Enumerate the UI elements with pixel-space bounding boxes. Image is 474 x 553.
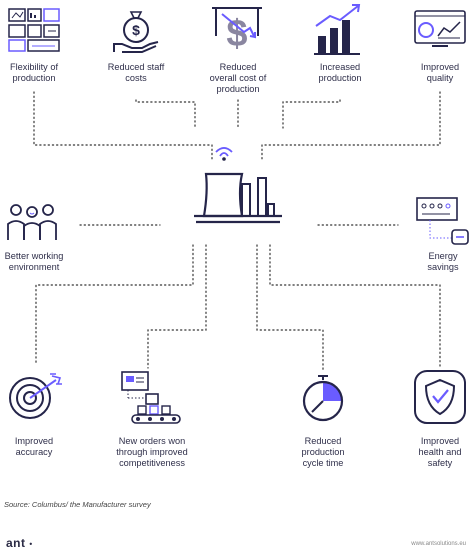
brand-name: ant <box>6 536 26 550</box>
target-icon <box>9 373 62 419</box>
label-improved-accuracy: Improved accuracy <box>14 436 54 457</box>
label-cycle-time: Reduced production cycle time <box>301 436 345 468</box>
label-flexibility: Flexibility of production <box>10 62 58 83</box>
shield-check-icon <box>414 370 466 424</box>
stopwatch-icon <box>302 375 344 422</box>
quality-monitor-icon <box>414 10 466 47</box>
connector-quality <box>261 91 441 161</box>
connector-cycle-time <box>256 244 324 373</box>
label-staff-costs: Reduced staff costs <box>107 62 165 83</box>
connector-production <box>282 99 341 129</box>
label-improved-quality: Improved quality <box>420 62 460 83</box>
website: www.antsolutions.eu <box>411 541 466 547</box>
money-hand-icon: $ <box>113 11 159 53</box>
dollar-down-icon: $ <box>212 7 262 54</box>
label-overall-cost: Reduced overall cost of production <box>209 62 267 94</box>
connector-flexibility <box>33 91 213 161</box>
energy-panel-icon <box>416 197 469 245</box>
team-icon <box>7 204 57 240</box>
label-energy-savings: Energy savings <box>427 251 459 272</box>
label-new-orders: New orders won through improved competit… <box>116 436 188 468</box>
brand-logo: ant • <box>6 536 33 550</box>
connector-orders <box>147 244 207 369</box>
label-health-safety: Improved health and safety <box>418 436 462 468</box>
orders-conveyor-icon <box>121 371 181 424</box>
source-note: Source: Columbus/ the Manufacturer surve… <box>4 500 151 509</box>
smart-factory-icon <box>194 147 282 224</box>
label-increased-production: Increased production <box>318 62 362 83</box>
connector-staff <box>135 99 196 129</box>
label-working-environment: Better working environment <box>4 251 64 272</box>
dashboard-icon <box>8 8 60 52</box>
growth-chart-icon <box>314 4 361 55</box>
connector-safety <box>269 244 441 369</box>
svg-text:$: $ <box>132 22 140 38</box>
svg-text:$: $ <box>226 13 247 54</box>
connector-accuracy <box>35 244 194 366</box>
